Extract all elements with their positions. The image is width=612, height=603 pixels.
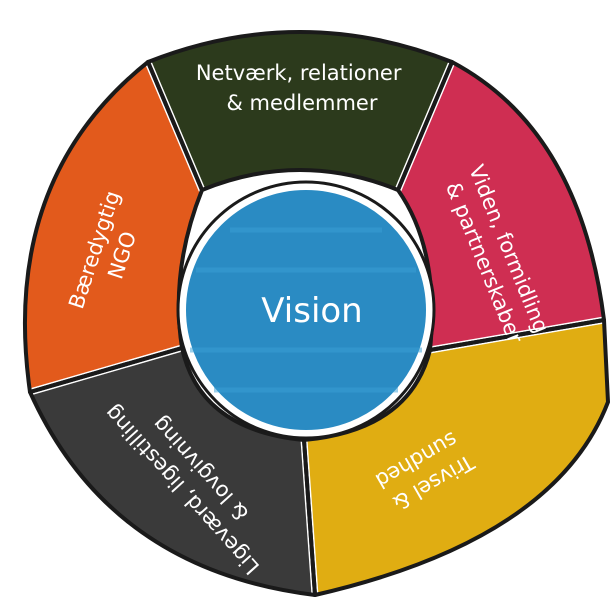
vision-center: Vision [176,180,436,440]
segment-sustainable-ngo [24,62,203,392]
vision-center-circle [178,182,434,438]
segment-wellbeing-health [304,320,608,595]
network-label: Netværk, relationer & medlemmer [196,61,408,115]
segment-equality-legislation [30,348,315,595]
wheel-segments [24,32,608,595]
segment-knowledge-partnerships [398,62,604,350]
segment-network-relations-members [148,32,452,190]
vision-label: Vision [261,291,362,331]
